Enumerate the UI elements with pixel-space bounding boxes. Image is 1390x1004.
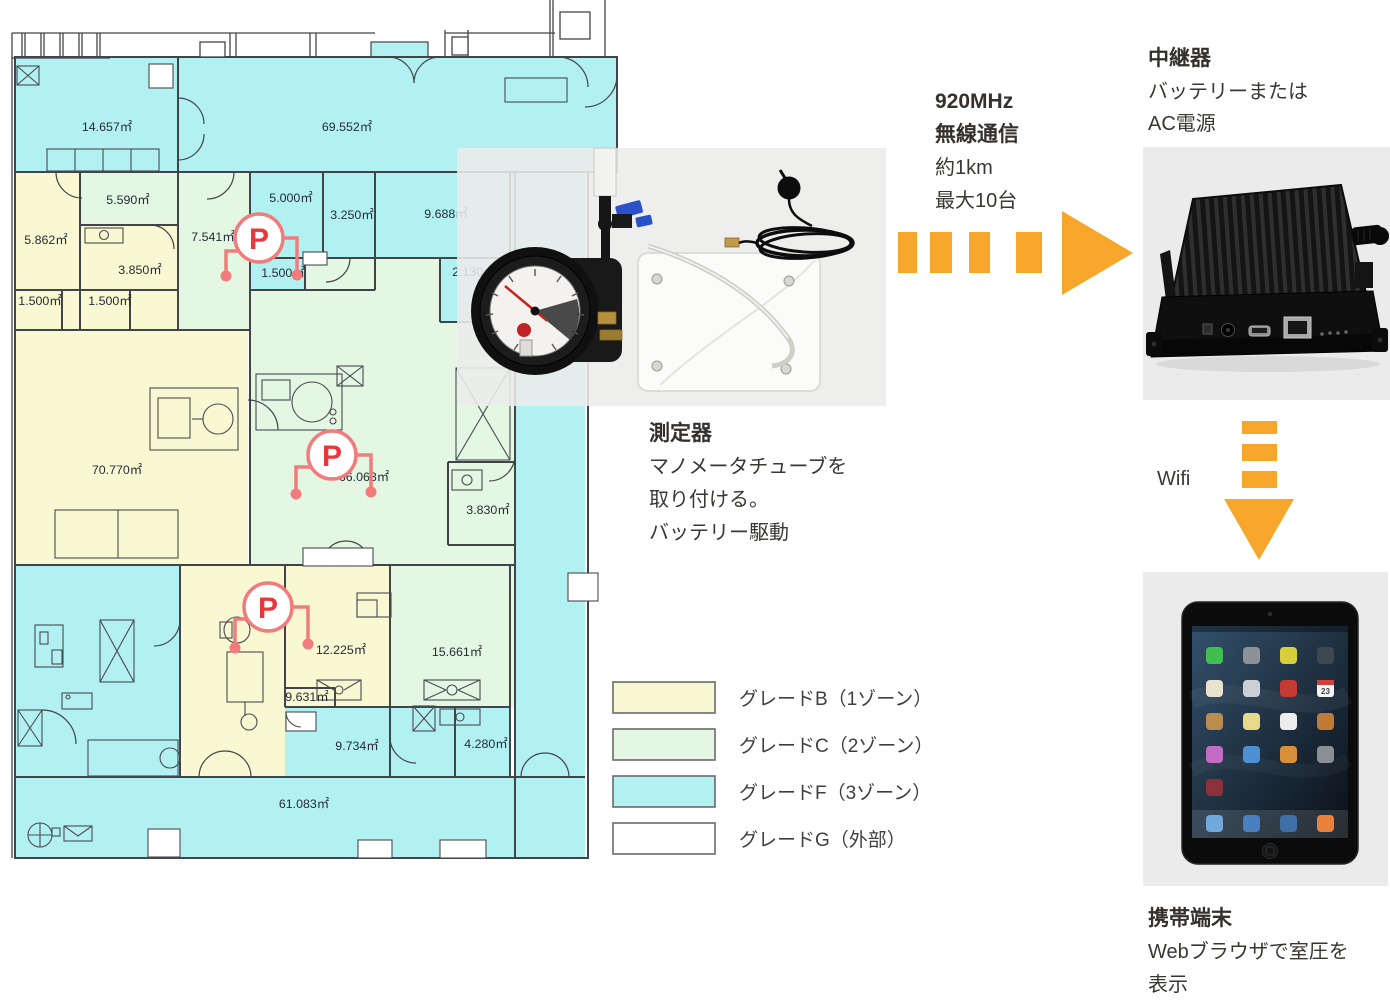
room-label: 69.552㎡	[322, 120, 373, 134]
floor-plan-exterior-top	[11, 0, 606, 858]
room-label: 70.770㎡	[92, 463, 143, 477]
pressure-gauge	[471, 247, 623, 375]
room-label: 15.661㎡	[432, 645, 483, 659]
wireless-capacity-label: 最大10台	[935, 189, 1017, 212]
calendar-icon: 23	[1317, 680, 1334, 697]
pressure-marker-label: P	[258, 592, 278, 625]
room-label: 12.225㎡	[316, 643, 367, 657]
room-label: 66.063㎡	[339, 470, 390, 484]
pressure-marker: P	[220, 212, 303, 282]
room-label: 5.000㎡	[269, 191, 313, 205]
wifi-annotation: Wifi	[1157, 421, 1294, 560]
room-label: 3.250㎡	[330, 208, 374, 222]
wireless-range-label: 約1km	[935, 156, 993, 179]
measurement-device-desc-line: マノメータチューブを	[649, 454, 847, 478]
pressure-marker-label: P	[322, 440, 342, 473]
pressure-marker: P	[290, 429, 377, 500]
legend-label-grade-c: グレードC（2ゾーン）	[739, 735, 933, 757]
floor-plan: 14.657㎡ 69.552㎡ 5.590㎡ 5.000㎡ 3.250㎡ 9.6…	[11, 0, 618, 859]
room-label: 14.657㎡	[82, 120, 133, 134]
device-antenna	[593, 147, 617, 197]
room-label: 1.500㎡	[88, 294, 132, 308]
legend-label-grade-g: グレードG（外部）	[739, 829, 906, 851]
home-button	[1262, 843, 1278, 859]
measurement-device-photo	[457, 147, 886, 406]
valve-blue	[612, 200, 653, 228]
relay-ports	[1202, 316, 1348, 339]
tablet-dock-icons	[1206, 815, 1334, 832]
wifi-label: Wifi	[1157, 468, 1190, 490]
room-label: 3.830㎡	[466, 503, 510, 517]
floor-plan-door-arcs	[41, 56, 618, 778]
antenna-cable	[738, 169, 855, 260]
room-label: 3.850㎡	[118, 263, 162, 277]
legend-swatch-grade-b	[612, 681, 716, 714]
pressure-marker: P	[229, 581, 314, 654]
relay-desc-line: バッテリーまたは	[1148, 81, 1308, 103]
room-label: 9.631㎡	[285, 690, 329, 704]
room-label: 9.734㎡	[335, 739, 379, 753]
legend-swatch-grade-c	[612, 728, 716, 761]
measurement-device-desc-line: 取り付ける。	[649, 488, 769, 511]
legend-swatch-grade-g	[612, 822, 716, 855]
legend-label-grade-b: グレードB（1ゾーン）	[739, 688, 932, 710]
calendar-day: 23	[1321, 687, 1330, 696]
room-label: 1.500㎡	[18, 294, 62, 308]
mobile-terminal-desc-line: 表示	[1148, 973, 1188, 996]
relay-desc-line: AC電源	[1148, 112, 1216, 135]
mobile-terminal-desc-line: Webブラウザで室圧を	[1148, 939, 1349, 963]
down-arrow-icon	[1224, 421, 1294, 560]
wireless-type-label: 無線通信	[935, 122, 1019, 146]
tablet-app-icons: 23	[1206, 647, 1334, 796]
wireless-link-annotation: 920MHz 無線通信 約1km 最大10台	[898, 90, 1133, 295]
pressure-markers: P P P	[220, 212, 377, 654]
measurement-device-title: 測定器	[649, 421, 713, 445]
legend-swatch-grade-f	[612, 775, 716, 808]
zone-legend: グレードB（1ゾーン） グレードC（2ゾーン） グレードF（3ゾーン） グレード…	[612, 681, 933, 855]
relay-title: 中継器	[1148, 46, 1212, 70]
relay-antenna-connector	[1351, 224, 1389, 246]
room-label: 5.590㎡	[106, 193, 150, 207]
wireless-freq-label: 920MHz	[935, 90, 1013, 113]
room-label: 7.541㎡	[191, 230, 235, 244]
room-label: 4.280㎡	[464, 737, 508, 751]
relay-photo	[1143, 147, 1390, 400]
room-label: 61.083㎡	[279, 797, 330, 811]
measurement-device-annotation: 測定器 マノメータチューブを 取り付ける。 バッテリー駆動	[649, 421, 847, 544]
measurement-device-desc-line: バッテリー駆動	[649, 521, 789, 544]
floor-plan-fixtures	[16, 63, 599, 859]
pressure-marker-label: P	[249, 223, 269, 256]
tablet-photo: 23	[1143, 572, 1388, 886]
relay-annotation: 中継器 バッテリーまたは AC電源	[1148, 46, 1308, 135]
mobile-terminal-annotation: 携帯端末 Webブラウザで室圧を 表示	[1148, 906, 1349, 996]
legend-label-grade-f: グレードF（3ゾーン）	[739, 782, 931, 804]
plate-screws	[651, 273, 795, 375]
right-arrow-icon	[898, 211, 1133, 295]
room-label: 5.862㎡	[24, 233, 68, 247]
mobile-terminal-title: 携帯端末	[1148, 906, 1233, 930]
